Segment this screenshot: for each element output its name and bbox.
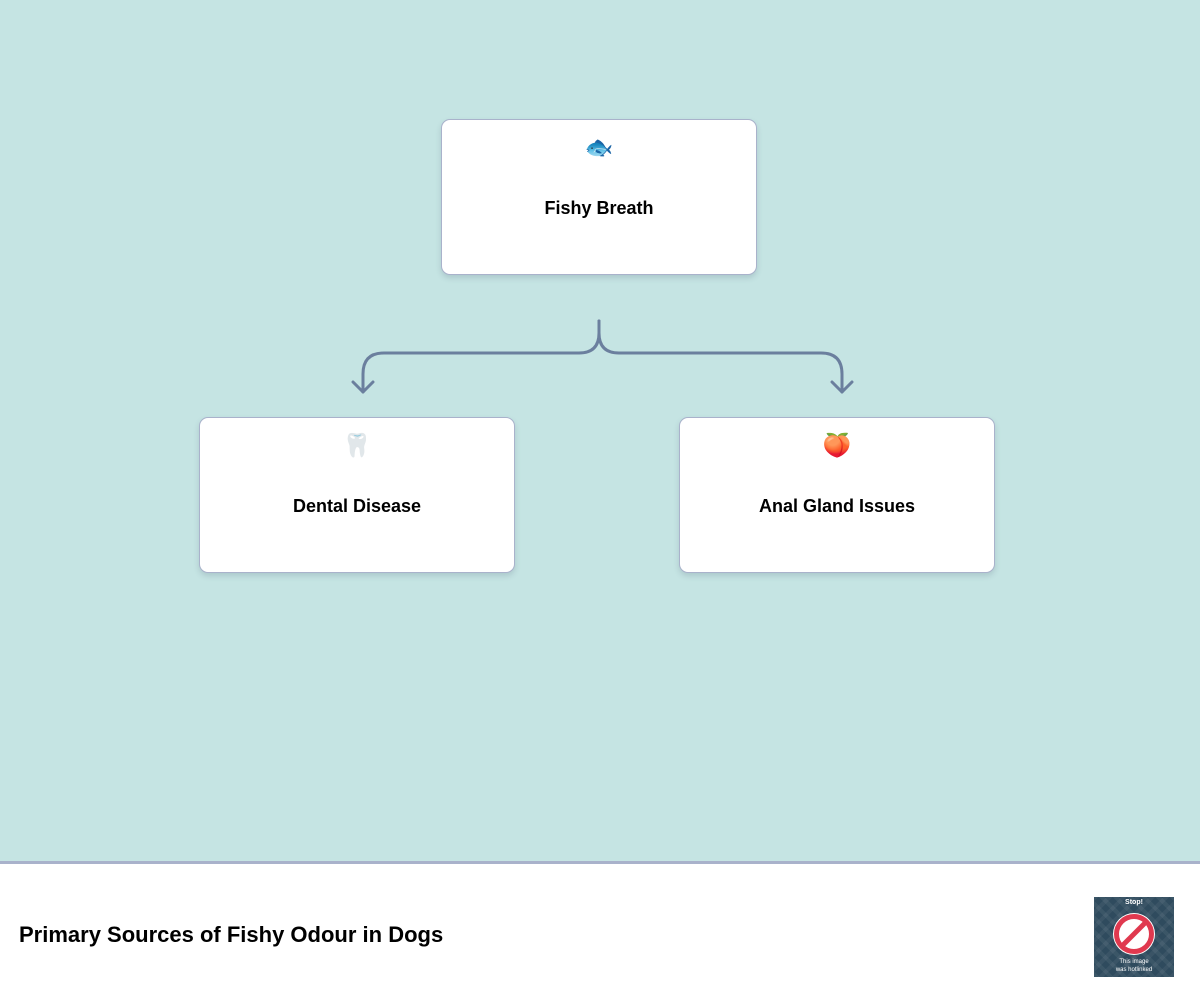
node-anal-gland-issues: 🍑 Anal Gland Issues [679, 417, 995, 573]
arrowhead-anal-gland-issues [830, 380, 854, 394]
node-fishy-breath: 🐟 Fishy Breath [441, 119, 757, 275]
connector-to-dental-disease [361, 319, 601, 394]
hotlink-placeholder-image: Stop! This image was hotlinked [1094, 897, 1174, 977]
badge-top-text: Stop! [1125, 899, 1143, 906]
tooth-icon: 🦷 [342, 432, 372, 458]
node-label: Anal Gland Issues [758, 496, 916, 516]
connector-to-anal-gland-issues [597, 319, 844, 394]
prohibited-icon [1113, 913, 1155, 955]
arrowhead-dental-disease [351, 380, 375, 394]
node-label: Fishy Breath [544, 198, 654, 218]
diagram-connectors [351, 319, 854, 394]
node-label: Dental Disease [292, 496, 422, 516]
footer: Primary Sources of Fishy Odour in Dogs S… [0, 861, 1200, 1000]
fish-icon: 🐟 [584, 134, 614, 160]
badge-bottom-text: This image was hotlinked [1115, 959, 1153, 973]
diagram-canvas: 🐟 Fishy Breath 🦷 Dental Disease 🍑 Anal G… [0, 0, 1200, 861]
peach-icon: 🍑 [822, 432, 852, 458]
node-dental-disease: 🦷 Dental Disease [199, 417, 515, 573]
diagram-title: Primary Sources of Fishy Odour in Dogs [19, 922, 444, 947]
